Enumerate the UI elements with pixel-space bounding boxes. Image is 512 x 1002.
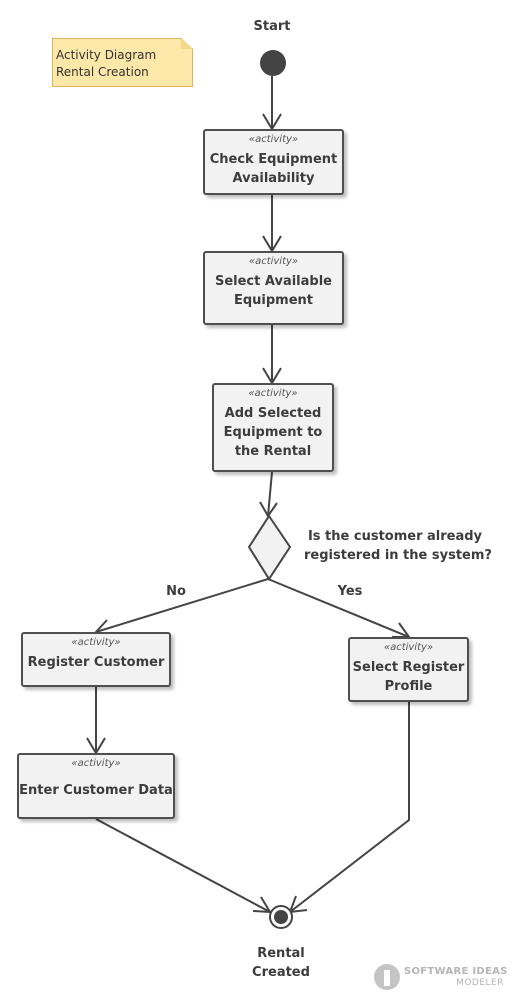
activity-label: Enter Customer Data bbox=[19, 783, 173, 798]
activity-label: Add Selected Equipment to the Rental bbox=[224, 404, 323, 461]
watermark-line-1: SOFTWARE IDEAS bbox=[404, 966, 508, 977]
activity-label-line: Add Selected bbox=[224, 406, 322, 421]
end-node-core bbox=[274, 910, 288, 924]
software-ideas-logo-icon bbox=[374, 964, 400, 990]
activity-register-customer[interactable]: «activity» Register Customer bbox=[21, 632, 171, 687]
activity-label-line: Select Available bbox=[214, 274, 332, 289]
stereotype-label: «activity» bbox=[248, 134, 299, 145]
activity-enter-customer-data[interactable]: «activity» Enter Customer Data bbox=[17, 753, 175, 819]
flow-profile-to-end bbox=[289, 702, 410, 913]
stereotype-label: «activity» bbox=[71, 637, 121, 648]
guard-no-label: No bbox=[166, 584, 186, 599]
activity-label: Check Equipment Availability bbox=[210, 150, 338, 188]
stereotype-label: «activity» bbox=[71, 758, 121, 769]
guard-yes-label: Yes bbox=[337, 584, 363, 599]
logo-bar bbox=[384, 970, 390, 986]
note-line-1: Activity Diagram bbox=[56, 48, 157, 62]
activity-label-line: Profile bbox=[384, 679, 433, 694]
activity-select-register-profile[interactable]: «activity» Select Register Profile bbox=[348, 637, 469, 702]
flow-add-to-decision bbox=[267, 471, 273, 517]
stereotype-label: «activity» bbox=[248, 256, 299, 267]
activity-label-line: Availability bbox=[232, 171, 315, 186]
diagram-note[interactable]: Activity Diagram Rental Creation bbox=[52, 38, 193, 87]
stereotype-label: «activity» bbox=[248, 388, 298, 399]
flow-enter-to-end bbox=[95, 818, 271, 913]
watermark: SOFTWARE IDEAS MODELER bbox=[374, 962, 508, 992]
activity-label-line: Equipment to bbox=[223, 425, 323, 440]
start-label: Start bbox=[253, 19, 291, 34]
activity-label-line: the Rental bbox=[234, 444, 312, 459]
flow-decision-yes bbox=[267, 578, 410, 638]
watermark-line-2: MODELER bbox=[456, 978, 504, 988]
end-node[interactable] bbox=[269, 905, 293, 929]
decision-question: Is the customer already registered in th… bbox=[304, 527, 492, 565]
activity-label-line: Equipment bbox=[233, 293, 314, 308]
stereotype-label: «activity» bbox=[383, 642, 434, 653]
activity-add-selected-equipment[interactable]: «activity» Add Selected Equipment to the… bbox=[212, 383, 334, 472]
activity-label-line: Check Equipment bbox=[209, 152, 338, 167]
activity-select-available-equipment[interactable]: «activity» Select Available Equipment bbox=[203, 251, 344, 325]
end-label-line: Created bbox=[252, 965, 310, 980]
activity-check-equipment-availability[interactable]: «activity» Check Equipment Availability bbox=[203, 129, 344, 195]
flow-decision-no bbox=[95, 578, 269, 633]
note-fold bbox=[181, 38, 193, 49]
activity-label: Register Customer bbox=[27, 655, 165, 670]
note-line-2: Rental Creation bbox=[56, 65, 149, 79]
start-node[interactable] bbox=[260, 50, 286, 76]
activity-label: Select Available Equipment bbox=[215, 272, 332, 310]
decision-question-line: registered in the system? bbox=[304, 548, 492, 563]
activity-label: Select Register Profile bbox=[353, 658, 465, 696]
decision-question-line: Is the customer already bbox=[307, 529, 483, 544]
decision-node[interactable] bbox=[247, 514, 292, 581]
end-label: Rental Created bbox=[241, 944, 321, 982]
activity-label-line: Select Register bbox=[352, 660, 465, 675]
end-label-line: Rental bbox=[257, 946, 305, 961]
